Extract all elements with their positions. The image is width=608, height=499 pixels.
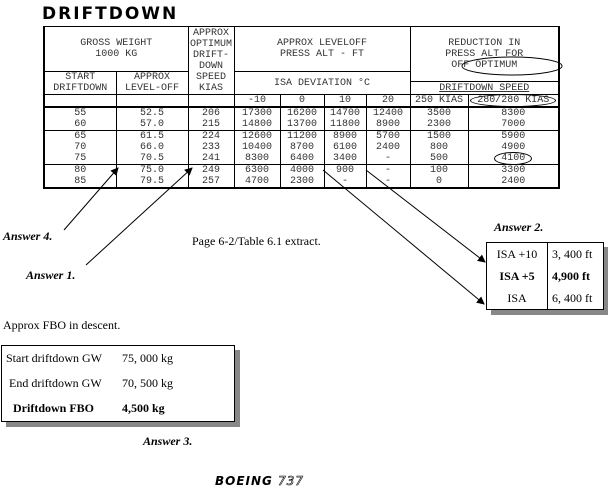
table-caption: Page 6-2/Table 6.1 extract. (192, 234, 321, 248)
answer-2-label: Answer 2. (494, 220, 544, 234)
table-row: 60 57.0 215 14800 13700 11800 8900 2300 … (43, 119, 560, 131)
table-row: 55 52.5 206 17300 16200 14700 12400 3500… (43, 106, 560, 119)
page-title: DRIFTDOWN (42, 4, 179, 24)
answer-2-row: ISA +10 3, 400 ft (487, 243, 603, 265)
fbo-row: Driftdown FBO 4,500 kg (13, 401, 165, 415)
fbo-row: End driftdown GW 70, 500 kg (9, 376, 173, 390)
answer-2-box: ISA +10 3, 400 ft ISA +5 4,900 ft ISA 6,… (486, 242, 604, 310)
answer-2-row: ISA +5 4,900 ft (487, 265, 603, 287)
fbo-box: Start driftdown GW 75, 000 kg End driftd… (1, 345, 235, 422)
model-text: 737 (278, 474, 304, 489)
speed-col-280: 280/280 KIAS (467, 94, 560, 108)
table-row: 75 70.5 241 8300 6400 3400 - 500 4100 (43, 152, 560, 165)
answer-4-label: Answer 4. (3, 229, 53, 243)
answer-3-label: Answer 3. (143, 434, 193, 448)
circled-value: 4100 (467, 152, 560, 165)
fbo-row: Start driftdown GW 75, 000 kg (6, 351, 173, 365)
table-row: 70 66.0 233 10400 8700 6100 2400 800 490… (43, 142, 560, 153)
table-row: 85 79.5 257 4700 2300 - - 0 2400 (43, 176, 560, 189)
fbo-heading: Approx FBO in descent. (3, 318, 121, 332)
boeing-logo: BOEING 737 (215, 474, 304, 489)
answer-2-row: ISA 6, 400 ft (487, 287, 603, 309)
table-row: 65 61.5 224 12600 11200 8900 5700 1500 5… (43, 130, 560, 142)
driftdown-speed-header: DRIFTDOWN SPEED (409, 81, 560, 95)
table-row: 80 75.0 249 6300 4000 900 - 100 3300 (43, 164, 560, 176)
brand-text: BOEING (215, 474, 273, 488)
isa-deviation-header: ISA DEVIATION °C (233, 71, 411, 95)
answer-1-label: Answer 1. (26, 268, 76, 282)
